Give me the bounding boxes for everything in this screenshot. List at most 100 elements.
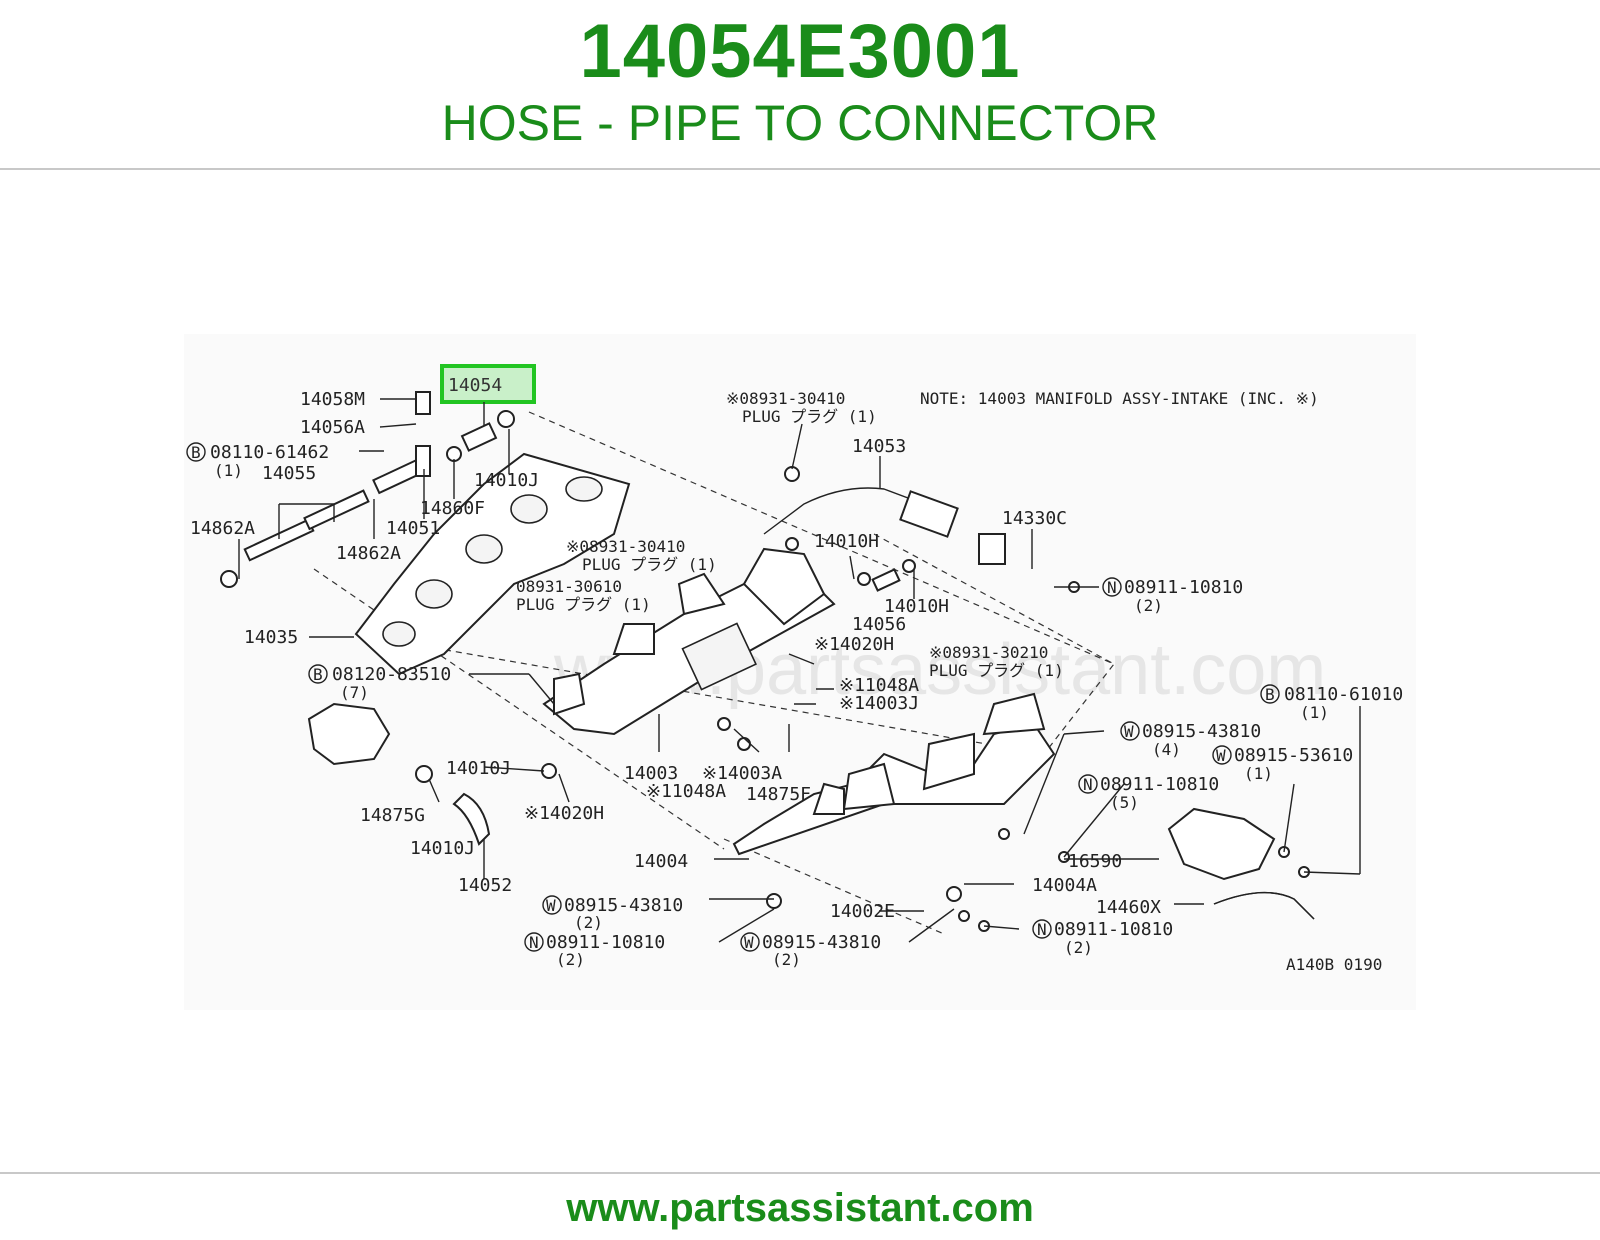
nut-icon-N [1102, 577, 1122, 597]
assembly-outline-4 [723, 838, 945, 935]
footer-website-link[interactable]: www.partsassistant.com [566, 1186, 1034, 1230]
label-08911-10810-d[interactable]: 08911-10810 [1054, 919, 1173, 940]
label-14460X[interactable]: 14460X [1096, 897, 1161, 918]
exhaust-port [922, 732, 975, 791]
label-plug-d: PLUG プラグ (1) [929, 661, 1064, 680]
label-14862A[interactable]: 14862A [190, 518, 255, 539]
label-14010H[interactable]: 14010H [814, 531, 879, 552]
leader-lines [238, 398, 1361, 943]
label-14020H-b[interactable]: ※14020H [524, 803, 604, 824]
label-14010H-b[interactable]: 14010H [884, 596, 949, 617]
label-qty-2c: (2) [556, 950, 585, 969]
label-14053[interactable]: 14053 [852, 436, 906, 457]
thermostat-housing [307, 702, 391, 766]
label-11048A-b[interactable]: ※11048A [646, 781, 726, 802]
highlighted-part-box[interactable] [440, 364, 536, 404]
hose-14052 [452, 792, 491, 846]
label-14035[interactable]: 14035 [244, 627, 298, 648]
label-08931-30410-b[interactable]: ※08931-30410 [566, 537, 685, 556]
highlighted-part-label: 14054 [448, 375, 502, 396]
manifold-runner [612, 623, 655, 655]
exhaust-port [812, 782, 845, 815]
label-14055[interactable]: 14055 [262, 463, 316, 484]
gasket-hole [415, 579, 453, 609]
label-14004[interactable]: 14004 [634, 851, 688, 872]
label-08915-43810-c[interactable]: 08915-43810 [762, 932, 881, 953]
svg-text:W: W [744, 933, 754, 952]
label-14860F[interactable]: 14860F [420, 498, 485, 519]
nut-icon-N-4 [1032, 919, 1052, 939]
label-14052[interactable]: 14052 [458, 875, 512, 896]
clamp-14010J-b [415, 765, 433, 783]
label-08915-43810-b[interactable]: 08915-43810 [564, 895, 683, 916]
manifold-runner [742, 547, 826, 626]
label-14875G[interactable]: 14875G [360, 805, 425, 826]
svg-text:B: B [1265, 685, 1275, 704]
label-08110-61010[interactable]: 08110-61010 [1284, 684, 1403, 705]
heat-shield-16590 [1167, 807, 1276, 881]
gasket-hole [465, 534, 503, 564]
label-14003J[interactable]: ※14003J [839, 693, 919, 714]
label-08931-30210[interactable]: ※08931-30210 [929, 643, 1048, 662]
label-14003A[interactable]: ※14003A [702, 763, 782, 784]
label-08911-10810-b[interactable]: 08911-10810 [1100, 774, 1219, 795]
gasket-shape [354, 452, 631, 676]
label-14875F[interactable]: 14875F [746, 784, 811, 805]
label-14056A[interactable]: 14056A [300, 417, 365, 438]
label-16590[interactable]: 16590 [1068, 851, 1122, 872]
washer [958, 910, 970, 922]
svg-text:B: B [313, 665, 323, 684]
gasket-hole [510, 494, 548, 524]
label-14056[interactable]: 14056 [852, 614, 906, 635]
page-header: 14054E3001 HOSE - PIPE TO CONNECTOR [0, 0, 1600, 170]
label-14010J[interactable]: 14010J [474, 470, 539, 491]
label-08915-53610[interactable]: 08915-53610 [1234, 745, 1353, 766]
hose-14460X [1213, 891, 1315, 920]
label-qty-2d: (2) [772, 950, 801, 969]
bracket-14330C-mount [899, 490, 959, 538]
label-14020H[interactable]: ※14020H [814, 634, 894, 655]
label-08915-43810[interactable]: 08915-43810 [1142, 721, 1261, 742]
label-08931-30610[interactable]: 08931-30610 [516, 577, 622, 596]
label-08120-83510[interactable]: 08120-83510 [332, 664, 451, 685]
label-qty-2: (2) [1134, 596, 1163, 615]
bolt-icon-B-3 [1260, 684, 1280, 704]
svg-text:W: W [1216, 746, 1226, 765]
label-11048A[interactable]: ※11048A [839, 675, 919, 696]
nut-icon-N-2 [1078, 774, 1098, 794]
label-08110-61462[interactable]: 08110-61462 [210, 442, 329, 463]
label-plug-b: PLUG プラグ (1) [582, 555, 717, 574]
manifold-runner [553, 672, 586, 716]
clamp-14010J-c [541, 763, 557, 779]
label-14004A[interactable]: 14004A [1032, 875, 1097, 896]
clamp-14860F [446, 446, 462, 462]
part-number-title: 14054E3001 [579, 9, 1021, 94]
label-14862A-b[interactable]: 14862A [336, 543, 401, 564]
label-qty-1b: (1) [1244, 764, 1273, 783]
label-08911-10810[interactable]: 08911-10810 [1124, 577, 1243, 598]
label-14051[interactable]: 14051 [386, 518, 440, 539]
exhaust-port [842, 762, 896, 811]
bolt-icon-B [186, 442, 206, 462]
clamp-14010J [497, 410, 515, 428]
bolt-icon-B-2 [308, 664, 328, 684]
label-08911-10810-c[interactable]: 08911-10810 [546, 932, 665, 953]
bolt [737, 737, 751, 751]
label-14058M[interactable]: 14058M [300, 389, 365, 410]
assembly-outline-2 [873, 533, 1115, 665]
label-14003[interactable]: 14003 [624, 763, 678, 784]
label-14010J-b[interactable]: 14010J [446, 758, 511, 779]
diagram-note: NOTE: 14003 MANIFOLD ASSY-INTAKE (INC. ※… [920, 389, 1319, 408]
exhaust-port [982, 692, 1046, 736]
label-08931-30410[interactable]: ※08931-30410 [726, 389, 845, 408]
hose-14054 [460, 422, 498, 452]
pipe-14053 [763, 487, 925, 535]
label-14002E[interactable]: 14002E [830, 901, 895, 922]
label-qty: (1) [214, 461, 243, 480]
exploded-view-drawing: www.partsassistant.com [186, 364, 1403, 974]
label-14010J-c[interactable]: 14010J [410, 838, 475, 859]
svg-text:W: W [1124, 722, 1134, 741]
hose-14056 [871, 568, 901, 592]
nut-icon-N-3 [524, 932, 544, 952]
label-14330C[interactable]: 14330C [1002, 508, 1067, 529]
